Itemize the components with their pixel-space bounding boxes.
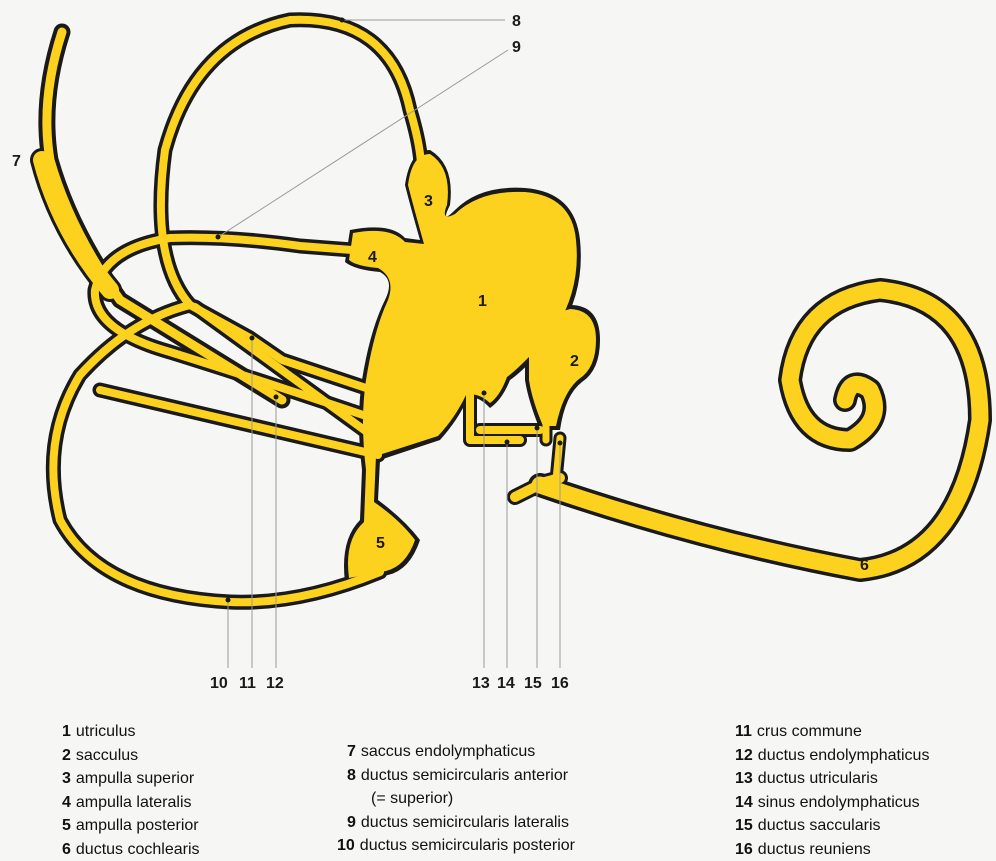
callout-8: 8 — [512, 13, 521, 30]
body-fills — [348, 154, 596, 578]
callout-14: 14 — [497, 675, 515, 692]
label-sacculus: 2 — [570, 353, 579, 370]
callout-10: 10 — [210, 675, 228, 692]
legend-item-continuation: (= superior) — [347, 787, 575, 811]
callout-13: 13 — [472, 675, 490, 692]
callout-12: 12 — [266, 675, 284, 692]
callout-15: 15 — [524, 675, 542, 692]
label-utriculus: 1 — [478, 293, 487, 310]
label-saccus-endolymphaticus: 7 — [12, 153, 21, 170]
label-ampulla-posterior: 5 — [376, 535, 385, 552]
label-ampulla-superior: 3 — [424, 193, 433, 210]
callout-9: 9 — [512, 39, 521, 56]
callout-11: 11 — [239, 675, 256, 692]
label-ampulla-lateralis: 4 — [368, 249, 377, 266]
label-ductus-cochlearis: 6 — [860, 557, 869, 574]
callout-16: 16 — [551, 675, 569, 692]
